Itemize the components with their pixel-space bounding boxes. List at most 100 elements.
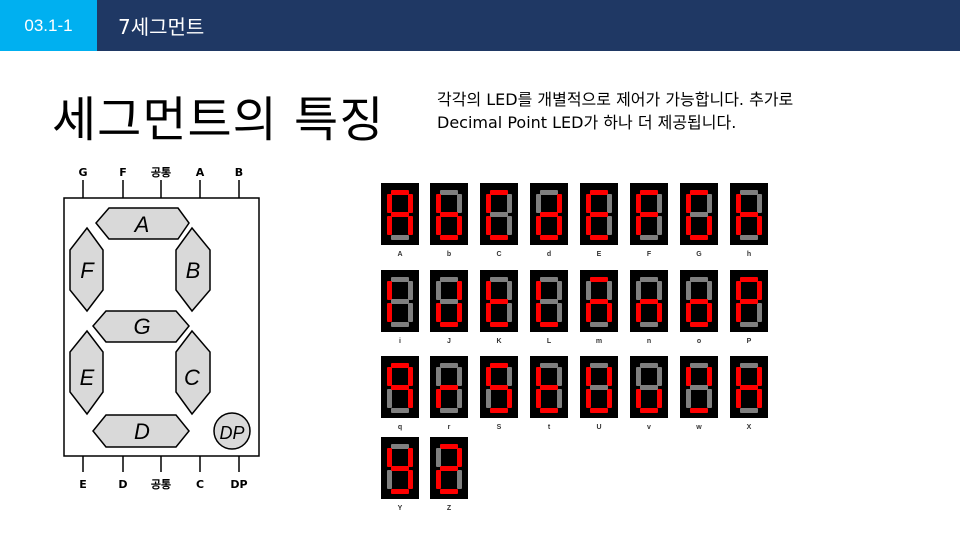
display-segment-d <box>690 235 708 240</box>
segment-label-c: C <box>184 365 200 390</box>
display-segment-c <box>657 303 662 322</box>
char-display-caption: h <box>747 251 751 258</box>
char-display-o-14: o <box>680 270 718 345</box>
display-segment-d <box>740 408 758 413</box>
segment-b <box>175 226 211 313</box>
char-display-b-1: b <box>430 183 468 258</box>
display-segment-e <box>686 389 691 408</box>
char-display-x-23: X <box>730 356 768 431</box>
display-segment-c <box>457 389 462 408</box>
display-segment-a <box>640 277 658 282</box>
display-segment-c <box>757 389 762 408</box>
display-segment-d <box>490 408 508 413</box>
char-display-v-21: v <box>630 356 668 431</box>
pin-label-bottom-e: E <box>79 478 87 491</box>
display-segment-f <box>736 281 741 300</box>
char-display-u-20: U <box>580 356 618 431</box>
display-segment-a <box>391 444 409 449</box>
char-display-caption: E <box>597 251 602 258</box>
display-segment-g <box>690 212 708 217</box>
display-segment-g <box>440 385 458 390</box>
display-segment-b <box>757 367 762 386</box>
char-display-l-11: L <box>530 270 568 345</box>
display-segment-g <box>690 299 708 304</box>
display-segment-a <box>690 277 708 282</box>
display-segment-a <box>440 444 458 449</box>
display-segment-b <box>507 367 512 386</box>
display-segment-a <box>740 363 758 368</box>
display-segment-a <box>391 277 409 282</box>
display-segment-e <box>387 470 392 489</box>
display-segment-b <box>557 367 562 386</box>
char-display-caption: U <box>596 424 601 431</box>
char-display-caption: w <box>695 424 702 431</box>
char-display-caption: m <box>596 338 602 345</box>
char-display-caption: b <box>447 251 451 258</box>
char-display-caption: r <box>448 424 451 431</box>
segment-label-a: A <box>133 212 150 237</box>
display-segment-b <box>457 448 462 467</box>
display-segment-c <box>657 389 662 408</box>
display-segment-e <box>436 470 441 489</box>
display-segment-g <box>490 212 508 217</box>
display-segment-d <box>440 408 458 413</box>
char-display-y-24: Y <box>381 437 419 512</box>
display-segment-c <box>408 216 413 235</box>
char-display-k-10: K <box>480 270 518 345</box>
segment-g <box>92 310 190 343</box>
display-segment-c <box>408 470 413 489</box>
display-segment-c <box>607 303 612 322</box>
display-segment-a <box>740 190 758 195</box>
display-segment-g <box>540 385 558 390</box>
display-segment-d <box>640 235 658 240</box>
display-segment-c <box>707 216 712 235</box>
pin-label-bottom-dp: DP <box>230 478 247 491</box>
pin-label-bottom-d: D <box>118 478 127 491</box>
display-segment-e <box>436 303 441 322</box>
display-segment-e <box>387 389 392 408</box>
display-segment-d <box>590 408 608 413</box>
segment-label-b: B <box>186 258 201 283</box>
display-segment-a <box>540 190 558 195</box>
display-segment-b <box>457 367 462 386</box>
display-segment-a <box>690 363 708 368</box>
segment-label-g: G <box>133 314 150 339</box>
display-segment-e <box>387 216 392 235</box>
pin-label-bottom-common: 공통 <box>151 478 171 491</box>
description: 각각의 LED를 개별적으로 제어가 가능합니다. 추가로 Decimal Po… <box>437 88 897 134</box>
char-display-e-4: E <box>580 183 618 258</box>
segment-label-d: D <box>134 419 150 444</box>
segment-e <box>69 329 104 416</box>
display-segment-f <box>486 194 491 213</box>
display-segment-g <box>540 299 558 304</box>
display-segment-d <box>540 322 558 327</box>
char-display-caption: F <box>647 251 652 258</box>
segment-f <box>69 226 104 313</box>
char-display-i-8: i <box>381 270 419 345</box>
display-segment-f <box>436 281 441 300</box>
char-display-caption: n <box>647 338 651 345</box>
display-segment-b <box>607 194 612 213</box>
display-segment-a <box>490 190 508 195</box>
display-segment-b <box>457 194 462 213</box>
display-segment-c <box>557 389 562 408</box>
display-segment-c <box>507 303 512 322</box>
display-segment-f <box>686 367 691 386</box>
display-segment-d <box>490 235 508 240</box>
display-segment-a <box>440 363 458 368</box>
segment-label-dp: DP <box>219 423 244 443</box>
display-segment-f <box>636 194 641 213</box>
display-segment-b <box>408 194 413 213</box>
display-segment-f <box>436 194 441 213</box>
display-segment-b <box>607 281 612 300</box>
char-display-p-15: P <box>730 270 768 345</box>
display-segment-e <box>536 303 541 322</box>
display-segment-e <box>486 389 491 408</box>
seven-segment-diagram: G F 공통 A B A B C D E F G DP E D 공통 C <box>63 166 260 491</box>
segment-a <box>95 207 190 240</box>
display-segment-b <box>757 281 762 300</box>
display-segment-g <box>590 212 608 217</box>
display-segment-f <box>536 367 541 386</box>
display-segment-d <box>440 322 458 327</box>
char-display-caption: Y <box>398 505 403 512</box>
